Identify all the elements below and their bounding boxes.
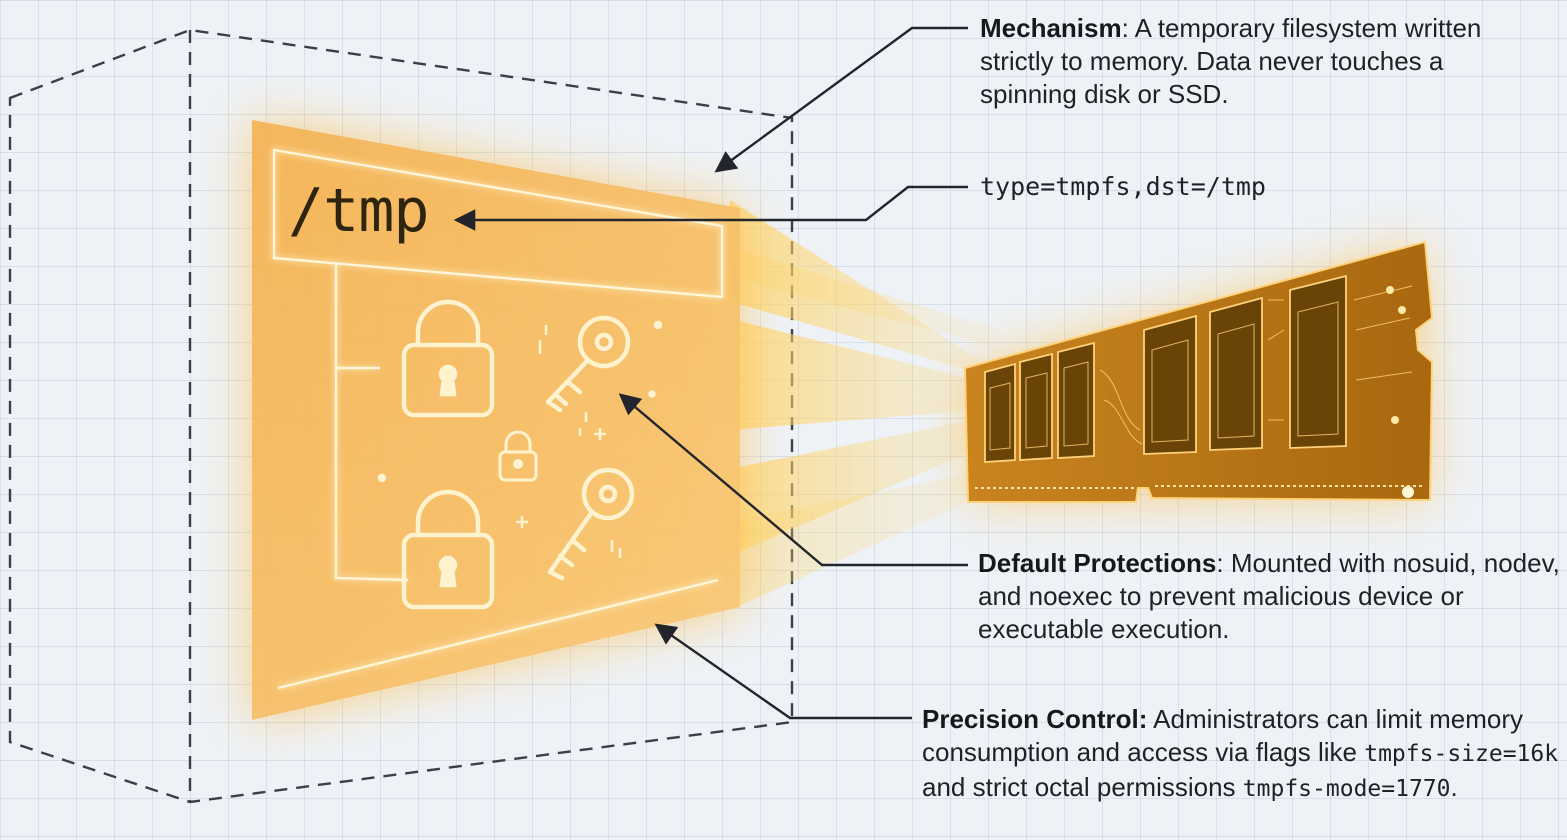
lock-icon [401,299,495,418]
callout-default-protections: Default Protections: Mounted with nosuid… [978,547,1563,646]
ram-module-icon [963,240,1434,503]
callout-mechanism-title: Mechanism [980,13,1122,43]
callout-precision-code-mode: tmpfs-mode=1770 [1242,776,1451,802]
lock-icon [401,489,495,610]
tmp-path-label: /tmp [288,176,429,246]
callout-protections-title: Default Protections [978,548,1217,578]
callout-mechanism: Mechanism: A temporary filesystem writte… [980,12,1540,111]
callout-precision-text-1: Administrators can limit memory consumpt… [922,704,1524,767]
dashed-container-outline [8,28,794,804]
arrow-icon [453,185,968,231]
callout-precision-code-size: tmpfs-size=16k [1364,741,1559,767]
callout-precision-text-2: and strict octal permissions [922,772,1243,802]
key-icon [547,467,635,581]
callout-precision-title: Precision Control: [922,704,1148,734]
callout-lines [453,26,968,720]
light-beams [720,200,1000,610]
tmp-panel [250,118,742,722]
callout-protections-text: : Mounted with nosuid, nodev, and noexec… [978,548,1560,644]
key-icon [545,315,631,413]
callout-type-argument: type=tmpfs,dst=/tmp [980,172,1266,201]
arrow-icon [618,393,968,567]
callout-precision-text-3: . [1450,772,1458,802]
callout-precision-control: Precision Control: Administrators can li… [922,703,1562,806]
sparkles [377,320,663,558]
arrow-icon [654,623,912,720]
callout-mechanism-text: : A temporary filesystem written strictl… [980,13,1482,109]
arrow-icon [714,26,968,173]
ram-contact-pins [975,485,1425,489]
lock-icon [498,430,538,482]
